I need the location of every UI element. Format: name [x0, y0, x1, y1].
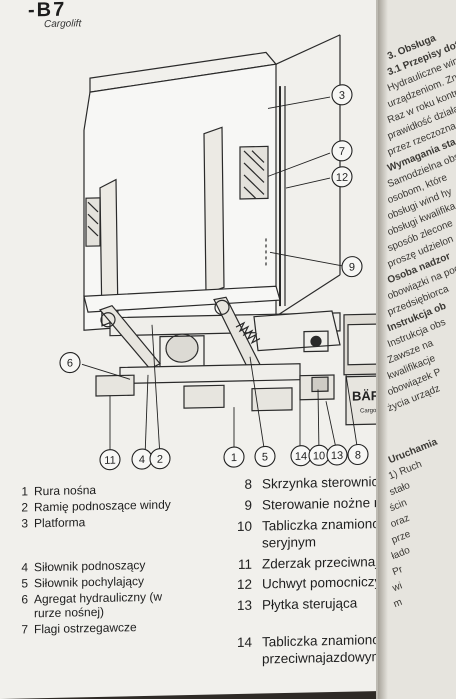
callout-label: 6	[67, 357, 73, 369]
legend-number: 14	[236, 634, 252, 651]
legend-text: Agregat hydrauliczny (w rurze nośnej)	[34, 589, 163, 620]
adjacent-page-line: ścin	[388, 497, 410, 515]
legend-text: Skrzynka sterownicza	[262, 473, 393, 492]
callout-12	[331, 166, 353, 188]
adjacent-page-line: wi	[391, 580, 405, 595]
legend-item: 5 Siłownik pochylający	[12, 574, 162, 591]
callout-9	[341, 256, 363, 278]
legend-number: 12	[236, 577, 252, 593]
callout-13	[326, 444, 348, 466]
adjacent-page-line: Pr	[390, 564, 405, 579]
legend-text: Ramię podnoszące windy	[34, 497, 171, 515]
legend-number: 8	[244, 476, 252, 492]
legend-left-group-1: 1 Rura nośna 2 Ramię podnoszące windy 3 …	[12, 482, 171, 534]
callout-label: 9	[349, 262, 355, 274]
page-gutter	[378, 0, 388, 699]
legend-text: Flagi ostrzegawcze	[34, 619, 137, 637]
adjacent-page-line: prze	[389, 528, 412, 547]
legend-number: 6	[21, 592, 28, 607]
callout-1	[223, 446, 245, 468]
legend-text: Uchwyt pomocniczy	[262, 574, 382, 592]
legend-number: 4	[21, 560, 28, 575]
callout-label: 11	[104, 455, 115, 467]
brand-logo: -B7 Cargolift	[28, 0, 81, 30]
callout-label: 10	[313, 450, 325, 462]
callout-label: 1	[231, 452, 237, 464]
callout-label: 3	[339, 90, 345, 102]
legend-item: 1 Rura nośna	[12, 482, 171, 499]
callout-6	[59, 351, 81, 374]
legend-text: Rura nośna	[34, 482, 97, 499]
legend-text: Platforma	[34, 515, 86, 531]
legend-item: 6 Agregat hydrauliczny (w rurze nośnej)	[12, 589, 163, 621]
callout-label: 14	[295, 451, 307, 463]
legend-text: Siłownik podnoszący	[34, 557, 146, 575]
callout-2	[149, 448, 171, 470]
callout-5	[254, 445, 276, 468]
callout-label: 13	[331, 450, 343, 462]
plate-brand-text: BÄR	[352, 388, 381, 404]
legend-item: 2 Ramię podnoszące windy	[12, 497, 171, 516]
adjacent-page-line: stało	[387, 480, 412, 499]
legend-text: Płytka sterująca	[262, 595, 358, 613]
legend-number: 11	[237, 556, 252, 572]
callout-label: 8	[355, 449, 361, 461]
adjacent-page-line: m	[392, 596, 404, 611]
legend-item: 4 Siłownik podnoszący	[12, 557, 162, 575]
callout-label: 2	[157, 454, 163, 466]
manual-page: -B7 Cargolift	[0, 0, 420, 699]
legend-number: 3	[21, 516, 28, 531]
legend-text: Siłownik pochylający	[34, 574, 145, 591]
plate-sub-text: Cargolift	[360, 408, 383, 414]
legend-item: 7 Flagi ostrzegawcze	[12, 620, 162, 636]
legend-number: 5	[21, 576, 28, 591]
callout-7	[331, 140, 353, 162]
legend-number: 1	[21, 484, 28, 499]
legend-number: 2	[21, 500, 28, 515]
callout-3	[331, 84, 353, 106]
legend-number: 13	[236, 597, 252, 614]
legend-number: 9	[244, 497, 252, 513]
callout-label: 5	[262, 451, 268, 463]
callout-11	[99, 449, 121, 471]
callout-label: 7	[339, 146, 345, 158]
legend-item: 3 Platforma	[12, 515, 171, 532]
callout-label: 12	[336, 172, 348, 184]
legend-number: 7	[21, 622, 28, 637]
callout-label: 4	[139, 454, 145, 466]
tail-lift-diagram: BÄR Cargolift	[59, 34, 398, 471]
adjacent-page-line: łado	[390, 544, 412, 563]
legend-left-group-2: 4 Siłownik podnoszący 5 Siłownik pochyla…	[12, 557, 163, 640]
legend-number: 10	[236, 518, 252, 534]
callout-8	[347, 443, 369, 466]
